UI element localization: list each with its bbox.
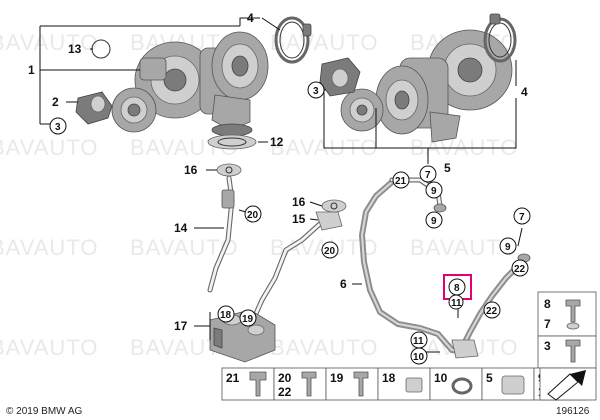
side-panel-label-top: 3 xyxy=(544,339,551,353)
callout-label: 7 xyxy=(519,212,525,223)
side-parts-panel: 8 7 3 xyxy=(537,291,597,369)
callout-label: 13 xyxy=(68,42,82,56)
callout-circle xyxy=(425,211,443,229)
diagram-number: 196126 xyxy=(556,406,590,417)
side-panel-label-top: 8 xyxy=(544,297,551,311)
callout-circle xyxy=(239,309,257,327)
direction-arrow-cell xyxy=(539,367,597,401)
gasket-12 xyxy=(207,134,257,150)
callout-label: 21 xyxy=(395,176,407,187)
watermark-text: BAVAUTO xyxy=(410,235,518,260)
turbocharger-left xyxy=(111,31,269,137)
strip-label-top: 19 xyxy=(330,371,344,385)
callout-circle xyxy=(448,294,464,310)
callout-label: 11 xyxy=(413,336,424,347)
watermark-text: BAVAUTO xyxy=(270,30,378,55)
strip-cell[interactable] xyxy=(377,367,431,401)
callout-label: 10 xyxy=(413,352,425,363)
callout-label: 9 xyxy=(431,216,437,227)
strip-label-top: 18 xyxy=(382,371,396,385)
coolant-hose-6 xyxy=(358,177,471,355)
gasket-16-left xyxy=(216,163,242,177)
watermark-text: BAVAUTO xyxy=(0,335,98,360)
callout-label: 16 xyxy=(292,195,306,209)
oil-return-pipe xyxy=(251,211,343,321)
callout-circle xyxy=(244,205,262,223)
callout-label: 6 xyxy=(340,277,347,291)
callout-label-selected: 8 xyxy=(454,283,460,294)
callout-label: 14 xyxy=(174,221,188,235)
callout-circle xyxy=(425,181,443,199)
watermark-text: BAVAUTO xyxy=(270,335,378,360)
callout-label: 5 xyxy=(444,161,451,175)
callout-circle xyxy=(217,305,235,323)
side-panel-label-bottom: 7 xyxy=(544,317,551,331)
strip-label-bottom: 22 xyxy=(278,385,292,399)
callout-label: 1 xyxy=(28,63,35,77)
callout-label: 20 xyxy=(247,210,259,221)
callout-labels: 1 2 3 4 13 12 16 20 14 17 18 19 3 4 5 7 … xyxy=(28,11,531,365)
callout-circle xyxy=(392,171,410,189)
copyright-text: © 2019 BMW AG xyxy=(6,406,83,417)
callout-label: 12 xyxy=(270,135,284,149)
callout-circle xyxy=(499,237,517,255)
bottom-parts-strip: 21 20 22 19 18 10 5 9 11 xyxy=(221,367,587,401)
clamp-left xyxy=(274,16,312,64)
callout-label: 17 xyxy=(174,319,188,333)
watermark-text: BAVAUTO xyxy=(0,30,98,55)
callout-label: 22 xyxy=(514,264,526,275)
callout-label: 22 xyxy=(486,306,498,317)
callout-label: 20 xyxy=(324,246,336,257)
leader-lines xyxy=(39,17,523,353)
strip-cell[interactable] xyxy=(429,367,483,401)
strip-label-top: 21 xyxy=(226,371,240,385)
callout-circle xyxy=(49,117,67,135)
strip-label-top: 5 xyxy=(486,371,493,385)
callout-label: 15 xyxy=(292,212,306,226)
callout-label: 9 xyxy=(431,186,437,197)
callout-circle xyxy=(321,241,339,259)
callout-label: 16 xyxy=(184,163,198,177)
pipe-adapter-right xyxy=(319,57,361,97)
callout-label: 3 xyxy=(313,86,319,97)
callout-label: 7 xyxy=(425,170,431,181)
callout-label: 4 xyxy=(521,85,528,99)
strip-cell[interactable] xyxy=(273,367,327,401)
strip-label-top: 20 xyxy=(278,371,292,385)
callout-circle xyxy=(307,81,325,99)
watermark-text: BAVAUTO xyxy=(0,235,98,260)
callout-circle xyxy=(419,165,437,183)
strip-label-top: 10 xyxy=(434,371,448,385)
arrow-icon xyxy=(570,370,586,386)
clamp-right xyxy=(483,13,517,63)
callout-circle xyxy=(513,207,531,225)
callout-label: 4 xyxy=(247,11,254,25)
watermark-text: BAVAUTO xyxy=(0,135,98,160)
callout-circle xyxy=(410,347,428,365)
callout-label: 18 xyxy=(220,310,232,321)
callout-label: 9 xyxy=(505,242,511,253)
callout-label: 19 xyxy=(242,314,254,325)
side-panel-cell[interactable] xyxy=(537,291,597,337)
callout-label: 11 xyxy=(451,298,462,309)
oil-line-14 xyxy=(207,175,235,293)
callout-circle xyxy=(511,259,529,277)
callout-label: 2 xyxy=(52,95,59,109)
pipe-adapter-left xyxy=(75,91,113,125)
gasket-16-right xyxy=(321,199,347,213)
callout-circle xyxy=(483,301,501,319)
callout-label: 3 xyxy=(55,122,61,133)
